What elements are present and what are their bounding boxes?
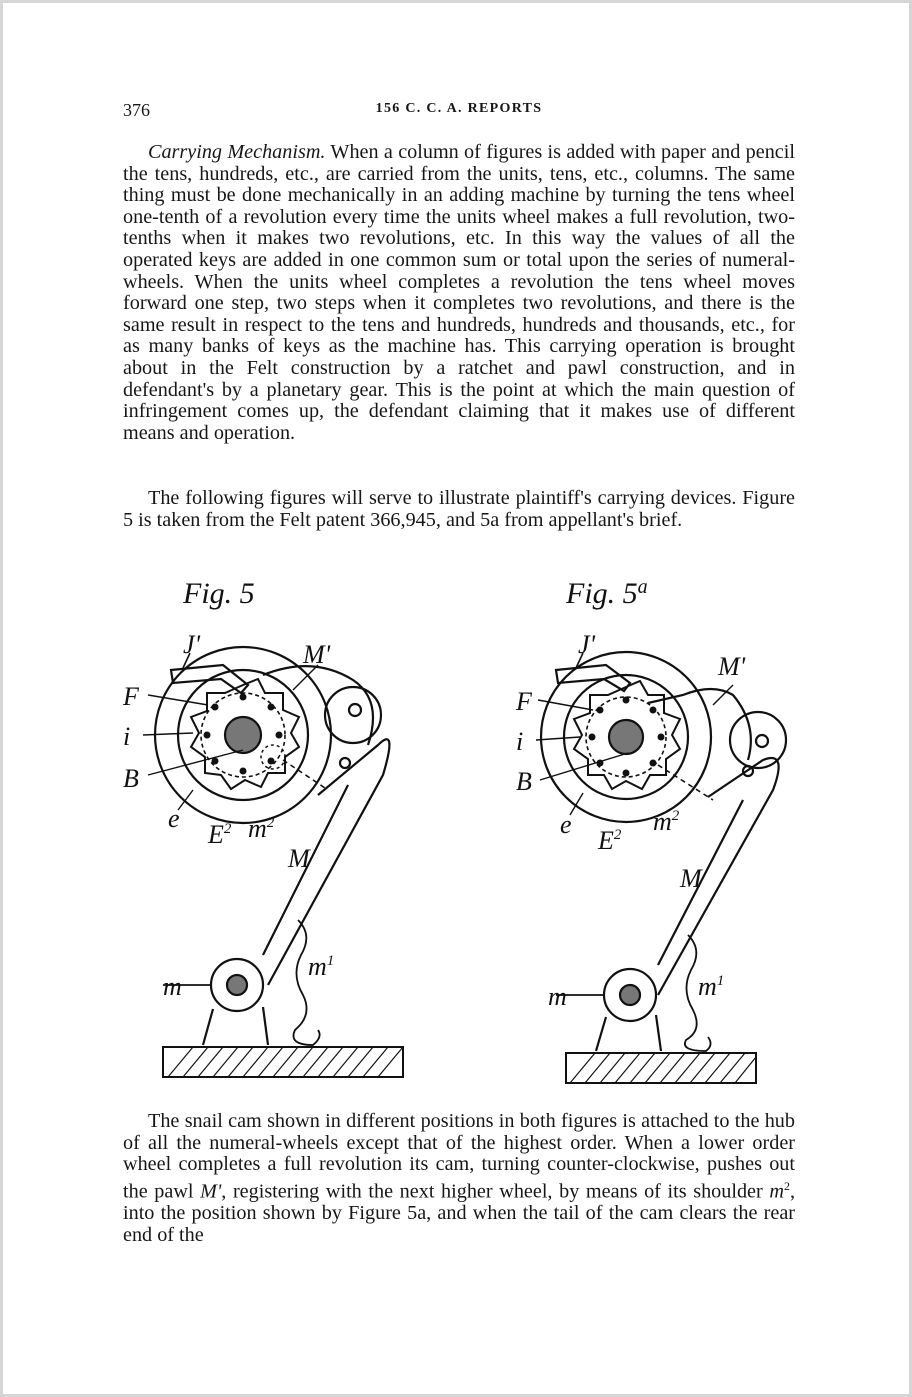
label-m-pivot: m (548, 982, 567, 1011)
figure-5-drawing: Fig. 5 (122, 577, 404, 1078)
figure-caption: Fig. 5a (565, 576, 648, 610)
label-m-arm: M (287, 844, 311, 873)
label-m-arm: M (679, 864, 703, 893)
label-m-pivot: m (163, 972, 182, 1001)
label-i: i (516, 727, 523, 756)
label-m1: m1 (308, 952, 334, 981)
label-m1: m1 (698, 972, 724, 1001)
label-e2: E2 (597, 826, 622, 855)
label-j-prime: J' (578, 630, 596, 659)
label-f: F (122, 682, 140, 711)
label-e: e (168, 804, 180, 833)
figure-caption: Fig. 5 (182, 577, 255, 610)
label-m-prime: M' (302, 640, 331, 669)
paragraph-heading: Carrying Mechanism. (148, 141, 326, 163)
page-number: 376 (123, 100, 150, 120)
running-title: 156 C. C. A. REPORTS (375, 101, 543, 116)
label-e2: E2 (207, 820, 232, 849)
label-b: B (123, 764, 139, 793)
paragraph-carrying-mechanism: Carrying Mechanism. When a column of fig… (123, 141, 795, 444)
symbol-m2: m (769, 1180, 784, 1203)
figure-5a: Fig. 5a (508, 575, 808, 1095)
paragraph-text: When a column of figures is added with p… (123, 141, 795, 444)
label-m2: m2 (248, 814, 275, 843)
label-m2: m2 (653, 807, 680, 836)
label-b: B (516, 767, 532, 796)
label-m-prime: M' (717, 652, 746, 681)
symbol-m-prime: M' (200, 1180, 222, 1203)
figure-5: Fig. 5 (113, 575, 453, 1095)
paragraph-snail-cam: The snail cam shown in different positio… (123, 1110, 795, 1246)
label-j-prime: J' (183, 630, 201, 659)
page-header: 376 156 C. C. A. REPORTS (123, 100, 795, 122)
label-e: e (560, 810, 572, 839)
label-i: i (123, 722, 130, 751)
paragraph-figures-intro: The following figures will serve to illu… (123, 487, 795, 531)
label-f: F (515, 687, 533, 716)
figure-5a-drawing: Fig. 5a (515, 576, 788, 1084)
